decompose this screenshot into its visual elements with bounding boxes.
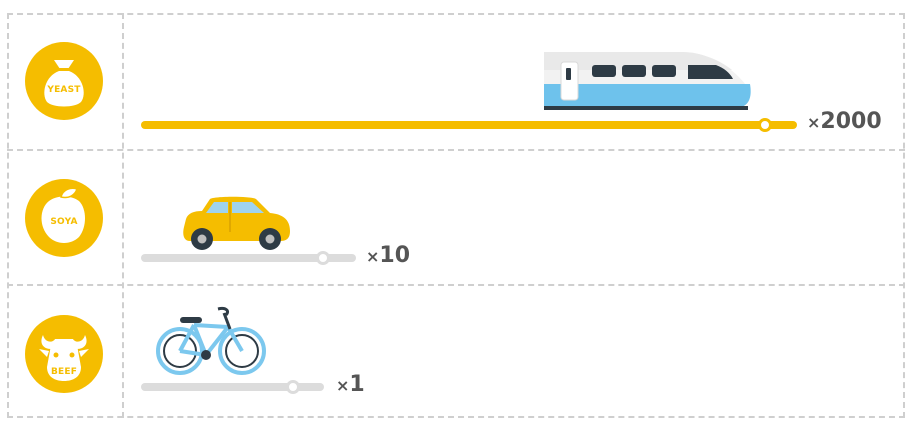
row-divider	[7, 149, 905, 151]
badge-label: SOYA	[50, 217, 78, 227]
table-frame	[7, 13, 905, 418]
car-icon	[183, 196, 290, 250]
beef-badge: BEEF	[25, 315, 103, 393]
row-divider	[7, 284, 905, 286]
cow-icon	[39, 335, 89, 381]
train-icon	[544, 52, 751, 110]
track-soya	[141, 254, 356, 262]
slider-knob	[316, 251, 330, 265]
slider-knob	[758, 118, 772, 132]
badge-label: YEAST	[47, 85, 81, 95]
soya-badge: SOYA	[25, 179, 103, 257]
bicycle-icon	[156, 307, 266, 375]
yeast-badge: YEAST	[25, 42, 103, 120]
value-label-yeast: ×2000	[807, 109, 882, 134]
value-label-soya: ×10	[366, 243, 411, 268]
leaf-icon	[41, 187, 85, 243]
badge-label: BEEF	[50, 367, 78, 377]
track-yeast	[141, 121, 797, 129]
value-label-beef: ×1	[336, 372, 365, 397]
slider-knob	[286, 380, 300, 394]
sack-icon	[44, 60, 84, 107]
track-beef	[141, 383, 324, 391]
column-divider	[122, 13, 124, 418]
